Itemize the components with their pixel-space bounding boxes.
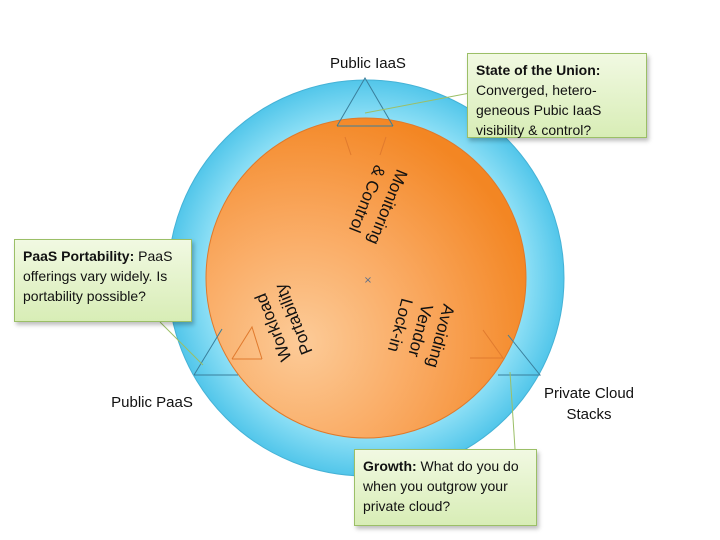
callout-growth: Growth: What do you do when you outgrow … (354, 449, 537, 526)
vertex-label-private-cloud-line2: Stacks (566, 406, 612, 423)
top-triangle-inner (344, 136, 352, 156)
callout-growth-text: What do you do when you outgrow your pri… (363, 458, 519, 514)
left-triangle-outer (193, 328, 223, 376)
vertex-label-public-paas: Public PaaS (111, 394, 193, 411)
callout-growth-lead: Growth: (363, 458, 417, 474)
callout-paas-text: PaaS offerings vary widely. Is portabili… (23, 248, 173, 304)
top-triangle-inner-right (379, 136, 387, 156)
vertex-label-private-cloud: Private Cloud Stacks (534, 383, 644, 425)
callout-state-of-union: State of the Union: Converged, hetero-ge… (467, 53, 647, 138)
left-triangle-inner (231, 325, 263, 360)
callout-state-text: Converged, hetero-geneous Pubic IaaS vis… (476, 82, 602, 138)
vertex-label-private-cloud-line1: Private Cloud (543, 385, 635, 402)
state-callout-connector (364, 92, 471, 114)
callout-paas-lead: PaaS Portability: (23, 248, 135, 264)
inner-circle (205, 117, 527, 439)
callout-paas-portability: PaaS Portability: PaaS offerings vary wi… (14, 239, 192, 322)
growth-callout-connector (509, 371, 516, 450)
callout-state-lead: State of the Union: (476, 62, 601, 78)
center-mark: × (364, 275, 372, 286)
right-triangle-inner (470, 329, 504, 359)
vertex-label-public-iaas: Public IaaS (330, 55, 406, 72)
paas-callout-connector (159, 321, 204, 366)
right-triangle-outer (498, 334, 542, 376)
top-triangle-outer (336, 77, 394, 127)
